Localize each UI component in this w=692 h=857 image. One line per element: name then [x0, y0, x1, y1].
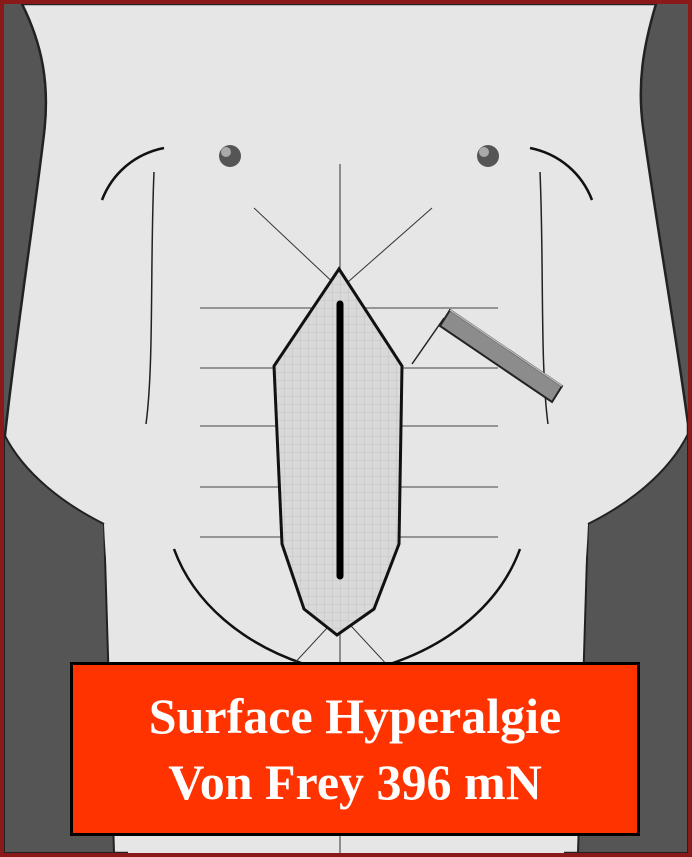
right-nipple-highlight: [479, 147, 489, 157]
left-nipple-highlight: [221, 147, 231, 157]
left-nipple: [219, 145, 241, 167]
right-nipple: [477, 145, 499, 167]
label-subtitle: Von Frey 396 mN: [168, 749, 542, 815]
label-title: Surface Hyperalgie: [149, 683, 561, 749]
label-box: Surface Hyperalgie Von Frey 396 mN: [70, 662, 640, 836]
